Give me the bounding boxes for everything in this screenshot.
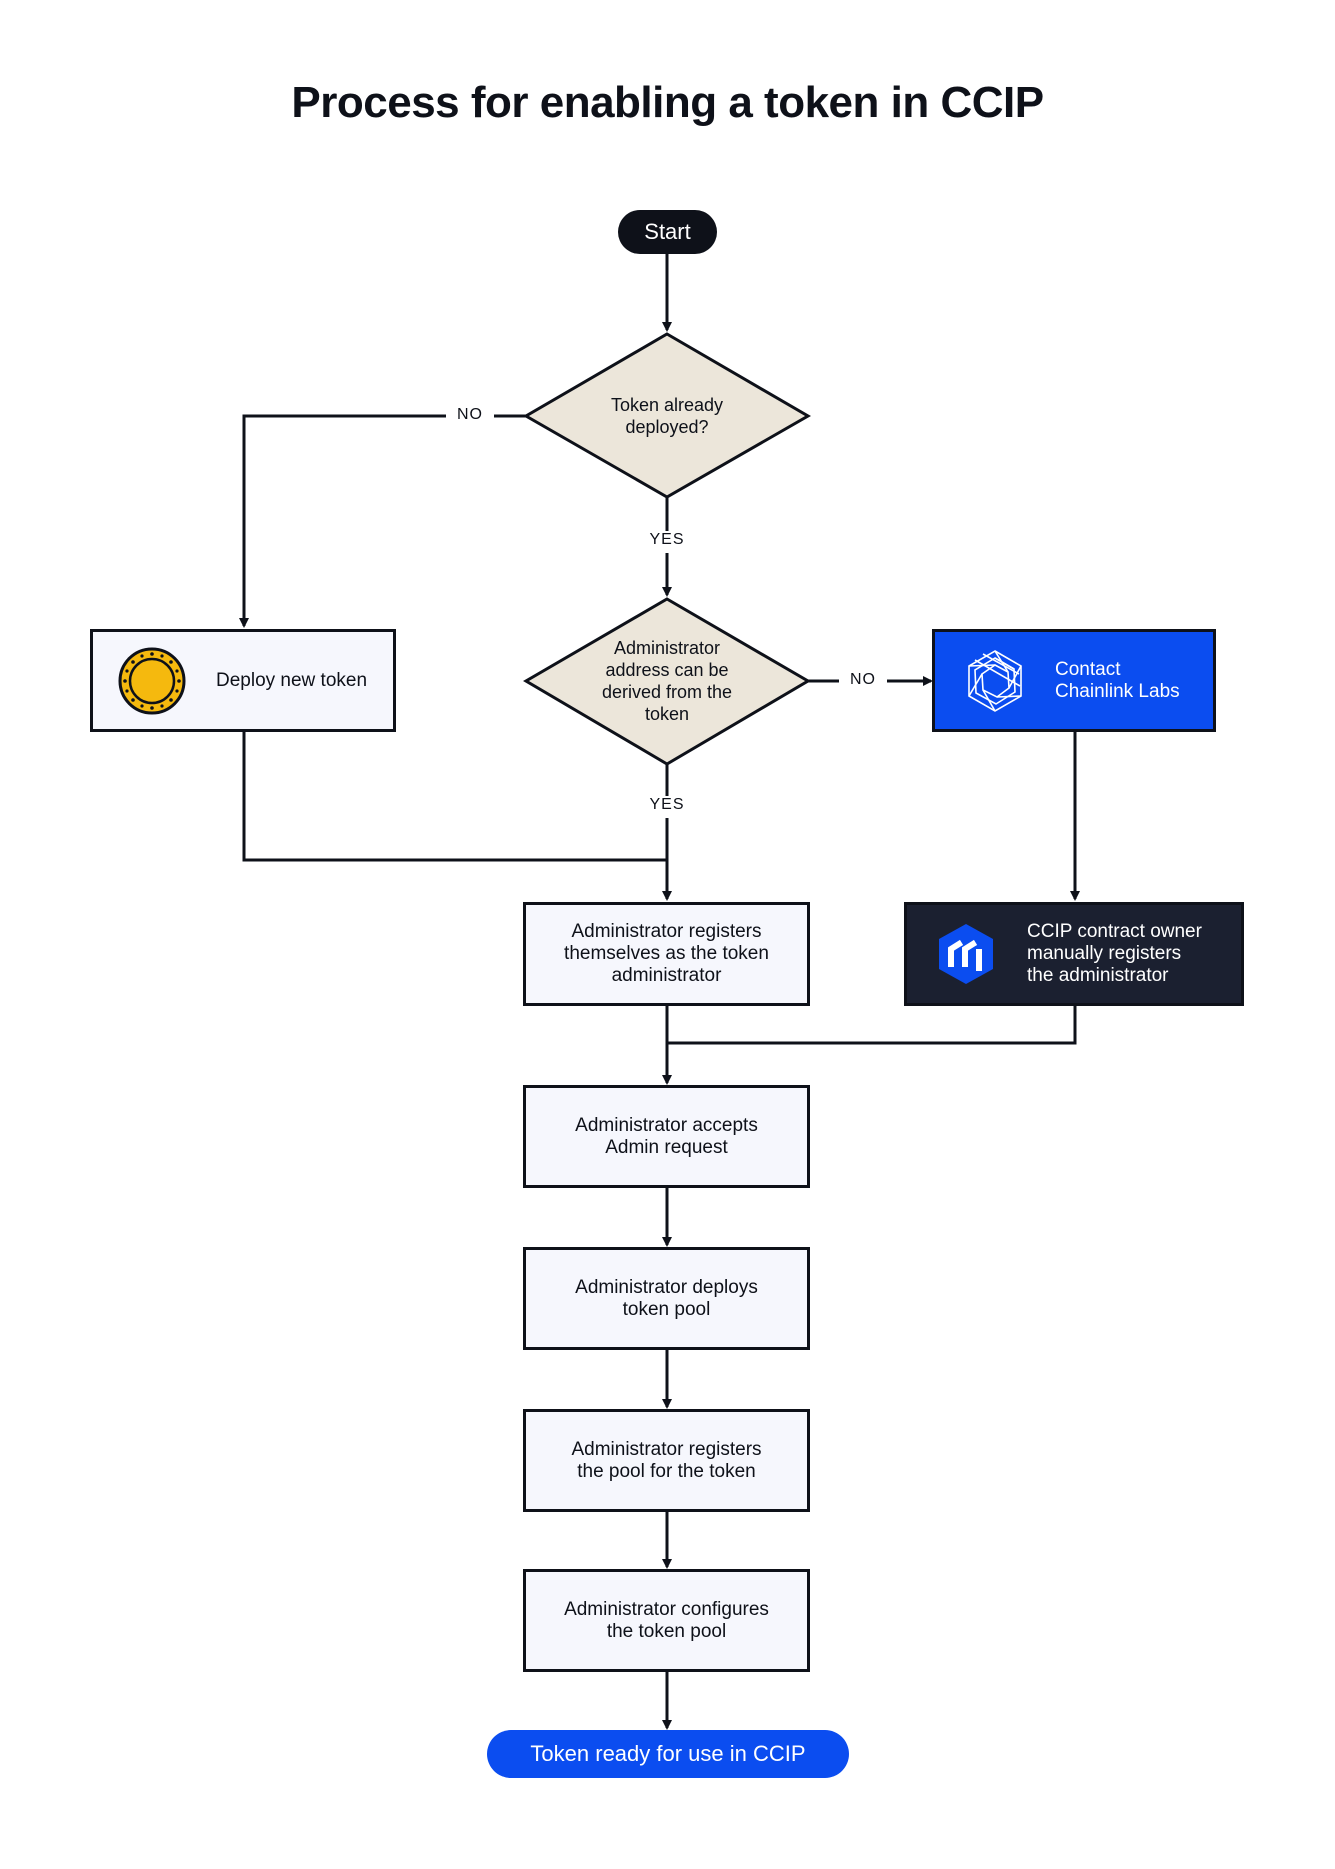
ccip-owner-registers-node: CCIP contract owner manually registers t… (904, 902, 1244, 1006)
decision-token-deployed-label: Token already deployed? (610, 395, 724, 437)
coin-icon (118, 647, 186, 715)
contact-chainlink-label: Contact Chainlink Labs (1055, 658, 1180, 702)
admin-registers-self-node: Administrator registers themselves as th… (523, 902, 810, 1006)
edge-owner-join (667, 1006, 1077, 1045)
admin-accepts-label: Administrator accepts Admin request (575, 1114, 758, 1158)
edge-label-no: NO (446, 406, 494, 428)
admin-accepts-node: Administrator accepts Admin request (523, 1085, 810, 1188)
token-ready-node: Token ready for use in CCIP (487, 1730, 849, 1778)
decision-admin-derived-label: Administrator address can be derived fro… (601, 638, 733, 724)
admin-registers-self-label: Administrator registers themselves as th… (564, 921, 769, 986)
admin-configures-pool-label: Administrator configures the token pool (564, 1598, 769, 1642)
admin-registers-pool-label: Administrator registers the pool for the… (571, 1438, 762, 1482)
deploy-new-token-node: Deploy new token (90, 629, 396, 732)
decision-diamond-token-deployed (523, 332, 811, 499)
deploy-new-token-label: Deploy new token (216, 669, 368, 691)
admin-configures-pool-node: Administrator configures the token pool (523, 1569, 810, 1672)
ccip-owner-registers-label: CCIP contract owner manually registers t… (1027, 921, 1202, 986)
admin-deploys-pool-label: Administrator deploys token pool (575, 1276, 758, 1320)
admin-deploys-pool-node: Administrator deploys token pool (523, 1247, 810, 1350)
edge-decision1-no (239, 414, 526, 628)
admin-registers-pool-node: Administrator registers the pool for the… (523, 1409, 810, 1512)
edge-label-no: NO (839, 671, 887, 693)
start-node: Start (618, 210, 717, 254)
contact-chainlink-node: Contact Chainlink Labs (932, 629, 1216, 732)
ccip-logo-icon (937, 922, 995, 986)
edge-label-yes: YES (643, 796, 691, 818)
edge-label-yes: YES (643, 531, 691, 553)
decision-diamond-admin-derived (523, 597, 811, 766)
page-title: Process for enabling a token in CCIP (291, 78, 1044, 127)
edge-deploy-join (242, 732, 667, 862)
chainlink-hexagon-icon (963, 648, 1027, 714)
